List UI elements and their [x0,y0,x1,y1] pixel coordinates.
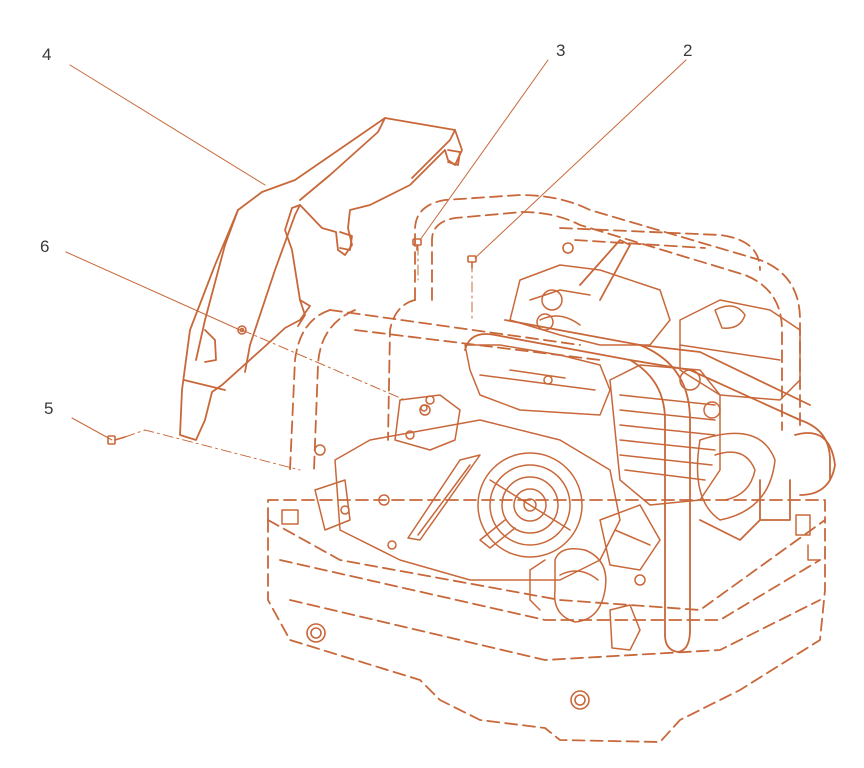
engine [394,264,801,521]
callout-label-3: 3 [556,41,566,60]
leader-line-4 [69,64,266,186]
callout-label-4: 4 [42,45,52,64]
leader-lines [65,59,687,441]
screw-part-2 [467,255,477,269]
frame-brackets [281,395,821,561]
clutch-pulley [477,452,583,558]
bolt-part-5 [107,435,126,445]
leader-line-3 [419,59,549,241]
callout-label-6: 6 [40,237,50,256]
fasteners [107,238,477,445]
base-holes [306,242,590,710]
assembly-line-5 [124,429,301,471]
callout-label-5: 5 [44,399,54,418]
assembly-lines [124,244,473,471]
leader-line-6 [65,251,241,331]
belt-guard-cover [179,117,463,441]
leader-line-5 [71,417,113,441]
leader-line-2 [474,59,687,259]
exciter-unit [529,504,661,651]
base-plate [267,499,826,743]
tubular-handle-frame [464,239,836,653]
screw-part-3 [412,238,422,251]
callout-label-2: 2 [683,41,693,60]
roll-cage-frame [289,194,801,471]
vibration-housing [314,419,621,581]
nut-part-6 [237,325,247,335]
